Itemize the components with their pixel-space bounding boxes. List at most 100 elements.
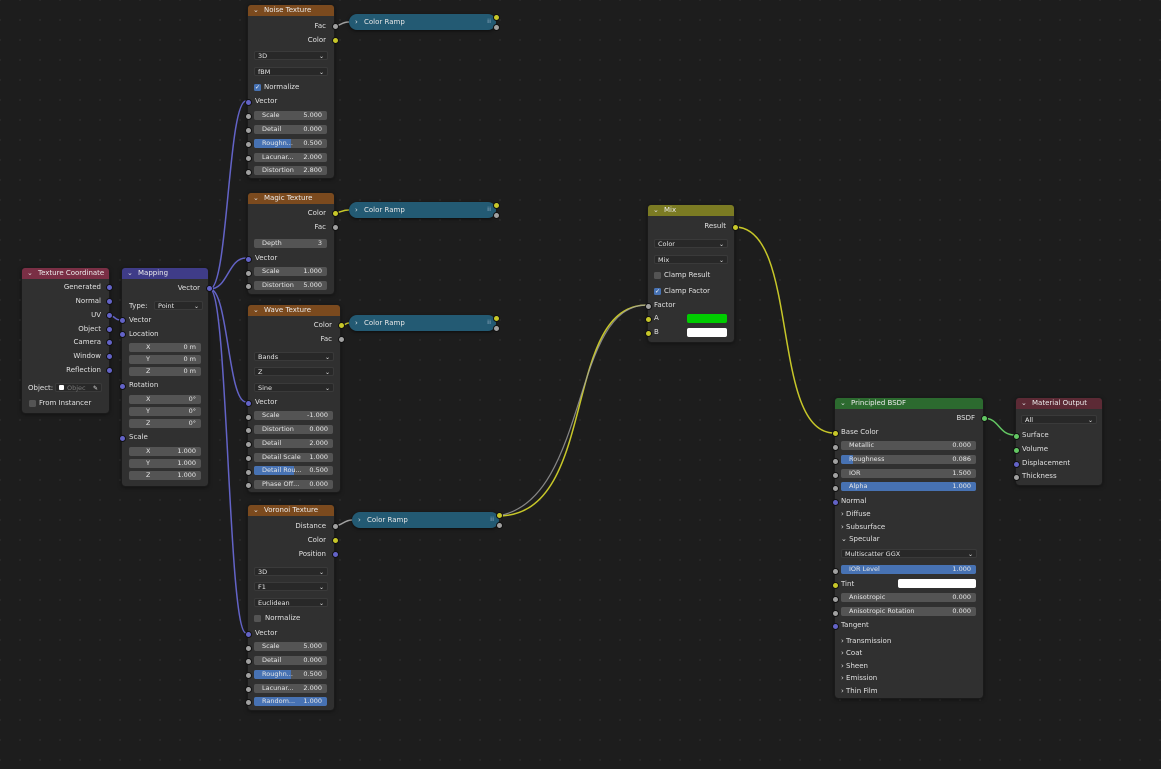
ramp1-color-socket[interactable] (493, 14, 500, 21)
socket-ior[interactable] (832, 472, 839, 479)
socket-reflection[interactable] (106, 367, 113, 374)
socket-phase-offset[interactable] (245, 482, 252, 489)
wave-texture-node[interactable]: ⌄Wave Texture Color Fac Bands⌄ Z⌄ Sine⌄ … (245, 304, 345, 493)
expand-chevron-icon[interactable]: › (355, 319, 358, 327)
texture-coordinate-node[interactable]: ⌄Texture Coordinate Generated Normal UV … (21, 267, 113, 414)
socket-detail[interactable] (245, 441, 252, 448)
ramp1-alpha-socket[interactable] (493, 24, 500, 31)
socket-vector-out[interactable] (206, 285, 213, 292)
node-header[interactable]: ⌄Mix (648, 205, 734, 216)
socket-fac[interactable] (338, 336, 345, 343)
panel-thin-film[interactable]: › Thin Film (841, 687, 878, 695)
normalize-checkbox[interactable]: ✓ (254, 84, 261, 91)
socket-scale[interactable] (245, 270, 252, 277)
roughness-field[interactable]: Roughn...0.500 (254, 139, 327, 148)
socket-vector[interactable] (245, 400, 252, 407)
socket-normal[interactable] (832, 499, 839, 506)
panel-diffuse[interactable]: › Diffuse (841, 510, 871, 518)
color-b-swatch[interactable] (687, 328, 727, 337)
socket-color[interactable] (332, 37, 339, 44)
panel-transmission[interactable]: › Transmission (841, 637, 892, 645)
principled-bsdf-node[interactable]: ⌄Principled BSDF BSDF Base Color Metalli… (832, 397, 988, 699)
socket-alpha[interactable] (832, 485, 839, 492)
phase-offset-field[interactable]: Phase Off...0.000 (254, 480, 333, 489)
collapse-chevron-icon[interactable]: ⌄ (1021, 399, 1027, 407)
socket-displacement[interactable] (1013, 461, 1020, 468)
clamp-factor-checkbox[interactable]: ✓ (654, 288, 661, 295)
ramp2-color-socket[interactable] (493, 202, 500, 209)
tint-swatch[interactable] (898, 579, 976, 588)
socket-distortion[interactable] (245, 427, 252, 434)
dimensions-dropdown[interactable]: 3D⌄ (254, 567, 328, 576)
blend-mode-dropdown[interactable]: Mix⌄ (654, 255, 728, 264)
socket-bsdf[interactable] (981, 415, 988, 422)
socket-ior-level[interactable] (832, 568, 839, 575)
eyedropper-icon[interactable]: ✎ (92, 385, 98, 392)
profile-dropdown[interactable]: Sine⌄ (254, 383, 334, 392)
socket-tangent[interactable] (832, 623, 839, 630)
node-header[interactable]: ⌄Mapping (122, 268, 208, 279)
socket-fac[interactable] (332, 224, 339, 231)
node-header[interactable]: ⌄Voronoi Texture (248, 505, 334, 516)
distance-metric-dropdown[interactable]: Euclidean⌄ (254, 598, 328, 607)
panel-emission[interactable]: › Emission (841, 674, 878, 682)
socket-rotation[interactable] (119, 383, 126, 390)
socket-vector[interactable] (245, 256, 252, 263)
socket-scale[interactable] (245, 414, 252, 421)
socket-object[interactable] (106, 326, 113, 333)
socket-position[interactable] (332, 551, 339, 558)
collapse-chevron-icon[interactable]: ⌄ (253, 306, 259, 314)
color-ramp-node-1[interactable]: ›Color Ramp⁞⁞ (349, 14, 496, 30)
socket-scale[interactable] (119, 435, 126, 442)
socket-roughness[interactable] (832, 458, 839, 465)
target-dropdown[interactable]: All⌄ (1021, 415, 1097, 424)
socket-detail[interactable] (245, 658, 252, 665)
node-header[interactable]: ⌄Principled BSDF (835, 398, 983, 409)
feature-dropdown[interactable]: F1⌄ (254, 582, 328, 591)
collapse-chevron-icon[interactable]: ⌄ (127, 269, 133, 277)
mapping-node[interactable]: ⌄Mapping Vector Type: Point⌄ Vector Loca… (119, 267, 213, 487)
socket-vector-in[interactable] (119, 317, 126, 324)
from-instancer-checkbox[interactable] (29, 400, 36, 407)
noise-texture-node[interactable]: ⌄Noise Texture Fac Color 3D⌄ fBM⌄ ✓ Norm… (245, 4, 339, 179)
randomness-field[interactable]: Random...1.000 (254, 697, 327, 706)
node-header[interactable]: ⌄Material Output (1016, 398, 1102, 409)
node-header[interactable]: ⌄Magic Texture (248, 193, 334, 204)
socket-randomness[interactable] (245, 699, 252, 706)
socket-thickness[interactable] (1013, 474, 1020, 481)
ramp2-alpha-socket[interactable] (493, 212, 500, 219)
socket-scale[interactable] (245, 645, 252, 652)
socket-a[interactable] (645, 316, 652, 323)
collapse-chevron-icon[interactable]: ⌄ (653, 206, 659, 214)
clamp-result-checkbox[interactable] (654, 272, 661, 279)
scale-field[interactable]: Scale-1.000 (254, 411, 333, 420)
socket-factor[interactable] (645, 303, 652, 310)
panel-specular[interactable]: ⌄ Specular (841, 535, 880, 543)
socket-color[interactable] (338, 322, 345, 329)
socket-tint[interactable] (832, 582, 839, 589)
color-ramp-node-2[interactable]: ›Color Ramp⁞⁞ (349, 202, 496, 218)
socket-fac[interactable] (332, 23, 339, 30)
socket-lacunarity[interactable] (245, 686, 252, 693)
expand-chevron-icon[interactable]: › (355, 206, 358, 214)
collapse-chevron-icon[interactable]: ⌄ (840, 399, 846, 407)
